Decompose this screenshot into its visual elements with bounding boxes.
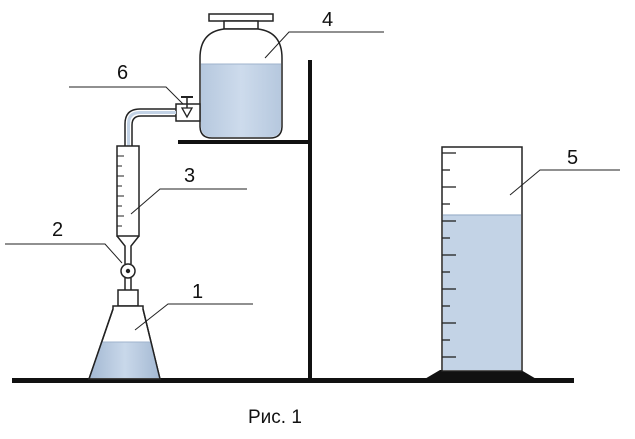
- connecting-tube: [124, 108, 176, 148]
- burette: [116, 145, 140, 264]
- leader-line-3: [130, 188, 247, 215]
- stand-rod: [308, 60, 312, 380]
- leader-line-5: [509, 169, 620, 196]
- leader-line-1: [134, 303, 253, 331]
- conical-flask: [87, 305, 161, 380]
- figure-caption: Рис. 1: [248, 407, 302, 428]
- burette-stopcock: [120, 263, 136, 290]
- graduated-cylinder: [423, 146, 538, 380]
- stand-shelf: [178, 140, 310, 144]
- label-6: 6: [117, 62, 128, 84]
- leader-line-6: [69, 86, 184, 105]
- label-2: 2: [52, 219, 63, 241]
- reservoir-bottle: [199, 13, 283, 139]
- leader-line-2: [5, 243, 123, 264]
- label-3: 3: [184, 165, 195, 187]
- table-surface: [12, 378, 574, 383]
- label-1: 1: [192, 281, 203, 303]
- flask-stopper: [117, 289, 139, 307]
- label-5: 5: [567, 147, 578, 169]
- leader-line-4: [264, 31, 384, 59]
- label-4: 4: [322, 9, 333, 31]
